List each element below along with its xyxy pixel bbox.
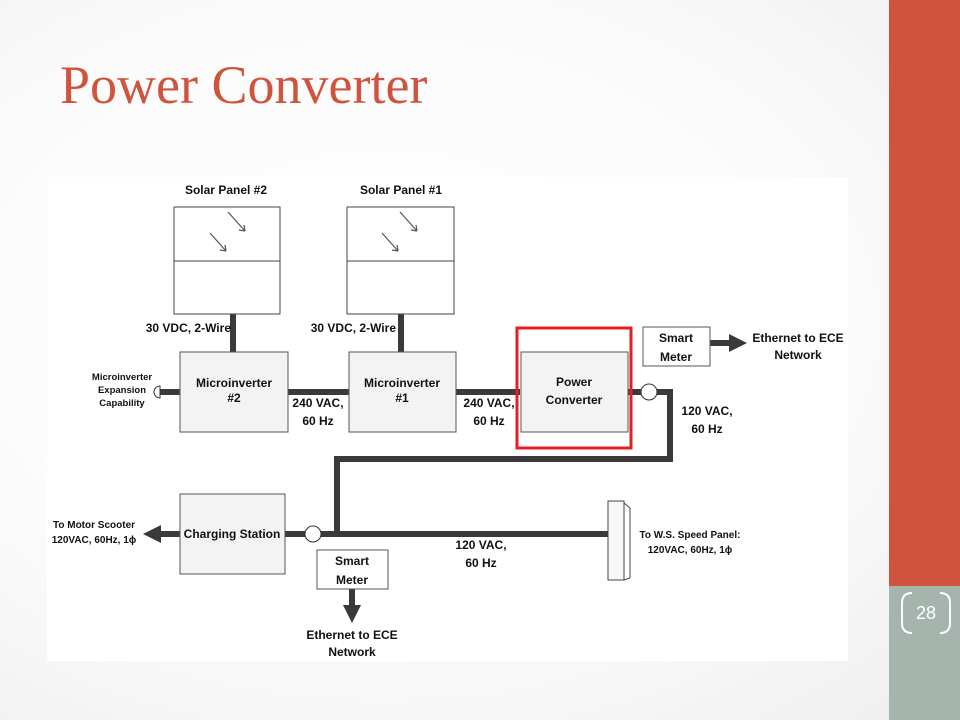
ac-label-c-line-2: 60 Hz (691, 422, 722, 436)
slide-title: Power Converter (60, 55, 428, 115)
ac-label-b-line-2: 60 Hz (473, 414, 504, 428)
dc-label-2: 30 VDC, 2-Wire (146, 321, 232, 335)
ac-label-d-line-1: 120 VAC, (455, 538, 506, 552)
motor-scooter-line-2: 120VAC, 60Hz, 1ϕ (52, 535, 137, 546)
sidebar-bottom-band (889, 586, 960, 720)
solar-panel-1-label: Solar Panel #1 (360, 183, 442, 197)
expansion-line-1: Microinverter (92, 372, 152, 383)
ws-speed-panel (607, 500, 631, 581)
ac-label-a-line-2: 60 Hz (302, 414, 333, 428)
power-wires (143, 314, 747, 623)
smart-meter-bottom-line-2: Meter (336, 573, 368, 587)
ethernet-bottom-line-2: Network (328, 645, 376, 659)
bracket-frame (901, 592, 951, 634)
sunlight-rays-icon (381, 211, 418, 252)
power-system-diagram: Solar Panel #2 Solar Panel #1 30 VDC, 2-… (47, 177, 848, 661)
ethernet-top-line-1: Ethernet to ECE (752, 331, 843, 345)
ac-label-a-line-1: 240 VAC, (292, 396, 343, 410)
microinverter-2-line-1: Microinverter (196, 376, 272, 390)
charging-station-label: Charging Station (184, 527, 281, 541)
power-converter-box (520, 351, 629, 433)
power-converter-highlight (515, 326, 633, 450)
expansion-connector-icon (153, 385, 161, 399)
microinverter-1-box (348, 351, 457, 433)
expansion-line-3: Capability (99, 398, 145, 409)
ws-panel-line-2: 120VAC, 60Hz, 1ϕ (648, 545, 733, 556)
ethernet-bottom-line-1: Ethernet to ECE (306, 628, 397, 642)
ac-label-c-line-1: 120 VAC, (681, 404, 732, 418)
meter-tap-circle-bottom (304, 525, 322, 543)
smart-meter-top-box (642, 326, 711, 367)
ac-label-d-line-2: 60 Hz (465, 556, 496, 570)
smart-meter-bottom-box (316, 549, 389, 590)
page-number-badge: 28 (898, 590, 954, 636)
solar-panel-2 (173, 206, 281, 315)
solar-panel-1 (346, 206, 455, 315)
solar-panel-2-label: Solar Panel #2 (185, 183, 267, 197)
charging-station-box (179, 493, 286, 575)
ethernet-top-line-2: Network (774, 348, 822, 362)
power-converter-line-2: Converter (546, 393, 603, 407)
ac-feed-wire (334, 389, 673, 534)
smart-meter-bottom-line-1: Smart (335, 554, 369, 568)
power-converter-line-1: Power (556, 375, 592, 389)
microinverter-2-line-2: #2 (227, 391, 241, 405)
expansion-line-2: Expansion (98, 385, 146, 396)
ac-label-b-line-1: 240 VAC, (463, 396, 514, 410)
microinverter-1-line-1: Microinverter (364, 376, 440, 390)
meter-tap-circle-top (640, 383, 658, 401)
motor-scooter-line-1: To Motor Scooter (53, 520, 135, 531)
microinverter-2-box (179, 351, 289, 433)
page-number: 28 (915, 603, 937, 623)
smart-meter-top-line-2: Meter (660, 350, 692, 364)
sunlight-rays-icon (209, 211, 246, 252)
dc-label-1: 30 VDC, 2-Wire (311, 321, 397, 335)
smart-meter-top-line-1: Smart (659, 331, 693, 345)
ws-panel-line-1: To W.S. Speed Panel: (640, 530, 741, 541)
microinverter-1-line-2: #1 (395, 391, 409, 405)
